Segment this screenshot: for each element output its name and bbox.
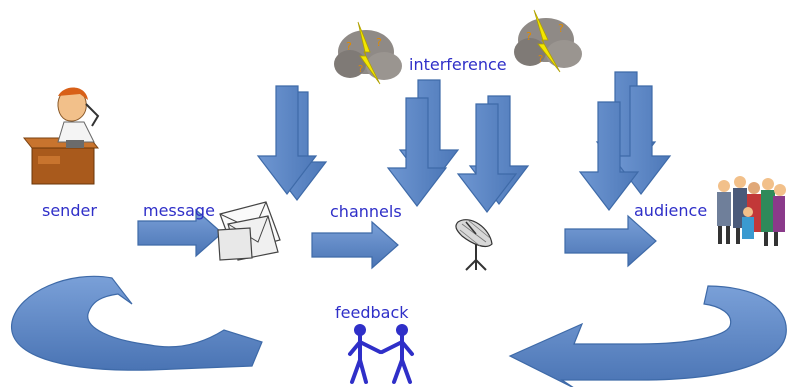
storm-cloud-icon: ? ? ? bbox=[334, 21, 402, 85]
svg-text:?: ? bbox=[346, 40, 352, 53]
channels-arrow bbox=[311, 220, 399, 270]
storm-cloud-icon: ? ? ? bbox=[514, 9, 582, 73]
audience-arrow bbox=[564, 214, 657, 268]
svg-text:?: ? bbox=[376, 36, 382, 49]
handshake-icon bbox=[348, 324, 414, 384]
interference-arrow-2 bbox=[387, 79, 459, 207]
sender-label: sender bbox=[42, 201, 97, 220]
message-arrow bbox=[137, 208, 223, 258]
envelopes-icon bbox=[217, 201, 281, 261]
feedback-arrow-left bbox=[11, 275, 263, 371]
interference-arrow-1 bbox=[257, 85, 327, 201]
svg-text:?: ? bbox=[538, 54, 543, 65]
interference-arrow-3 bbox=[457, 95, 529, 213]
audience-label: audience bbox=[634, 201, 708, 220]
satellite-dish-icon bbox=[455, 219, 493, 271]
svg-text:?: ? bbox=[358, 64, 363, 75]
interference-arrow-4 bbox=[579, 71, 671, 211]
feedback-label: feedback bbox=[335, 303, 409, 322]
channels-label: channels bbox=[330, 202, 402, 221]
crowd-icon bbox=[717, 176, 786, 246]
svg-text:?: ? bbox=[526, 30, 532, 43]
message-label: message bbox=[143, 201, 215, 220]
svg-text:?: ? bbox=[558, 22, 564, 35]
person-on-phone-icon bbox=[22, 87, 100, 185]
feedback-arrow-right bbox=[508, 285, 787, 387]
interference-label: interference bbox=[409, 55, 507, 74]
